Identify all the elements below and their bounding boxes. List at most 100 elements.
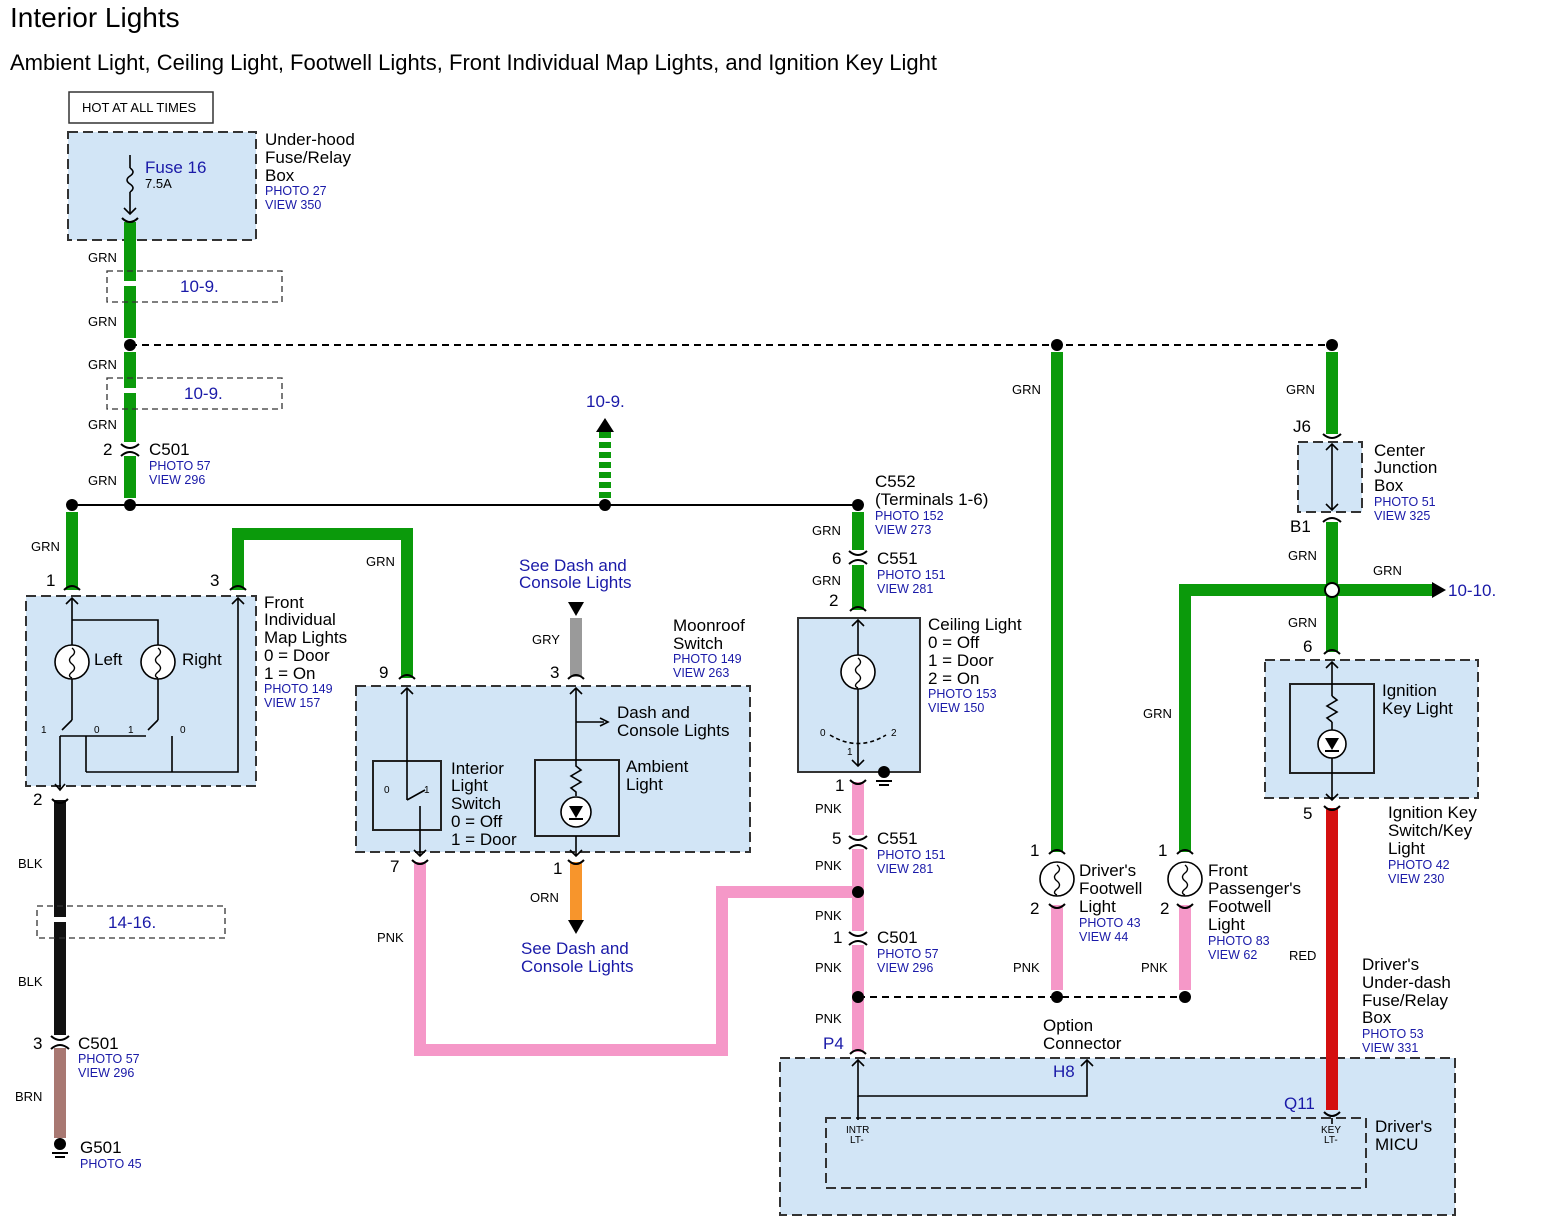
ground-icon xyxy=(52,766,892,1158)
junction-name-2: Junction xyxy=(1374,458,1437,477)
splice-dot xyxy=(1179,991,1191,1003)
pass-footwell-view: VIEW 62 xyxy=(1208,948,1257,962)
b1-label: B1 xyxy=(1290,517,1311,536)
driver-footwell-name-2: Footwell xyxy=(1079,879,1142,898)
pin-label: 3 xyxy=(33,1034,42,1053)
ambient-light-inner xyxy=(534,759,620,837)
junction-name-1: Center xyxy=(1374,441,1425,460)
wire-label: GRN xyxy=(88,417,117,432)
driver-footwell-name-1: Driver's xyxy=(1079,861,1136,880)
intr-lt-label-2: LT- xyxy=(850,1135,864,1146)
c501-top-photo: PHOTO 57 xyxy=(149,459,211,473)
key-lt-label-1: KEY xyxy=(1321,1125,1341,1136)
ref-link[interactable]: 10-10. xyxy=(1448,581,1496,600)
c551-top-view: VIEW 281 xyxy=(877,582,933,596)
connector-mark xyxy=(567,674,585,680)
splice-dot xyxy=(1324,582,1340,598)
ignition-name-1: Ignition xyxy=(1382,681,1437,700)
arrow-down-icon xyxy=(568,602,584,616)
ignition-view: VIEW 230 xyxy=(1388,872,1444,886)
underhood-view: VIEW 350 xyxy=(265,198,321,212)
wire-label: PNK xyxy=(815,1011,842,1026)
see-dash-link[interactable]: Console Lights xyxy=(519,573,631,592)
moonroof-name-2: Switch xyxy=(673,634,723,653)
map-left-label: Left xyxy=(94,650,123,669)
switch-pos-label: 0 xyxy=(820,728,826,739)
wire-label: RED xyxy=(1289,948,1316,963)
map-right-label: Right xyxy=(182,650,222,669)
underhood-name-2: Fuse/Relay xyxy=(265,148,351,167)
wire-label: GRN xyxy=(812,523,841,538)
switch-pos-label: 1 xyxy=(128,725,134,736)
p4-label: P4 xyxy=(823,1034,844,1053)
map-lights-photo: PHOTO 149 xyxy=(264,682,333,696)
underhood-name-1: Under-hood xyxy=(265,130,355,149)
ignition-name-2: Key Light xyxy=(1382,699,1453,718)
ref-link[interactable]: 10-9. xyxy=(586,392,625,411)
pin-label: 1 xyxy=(833,928,842,947)
wire-grn-pass-footwell xyxy=(1179,584,1432,852)
resistor-icon xyxy=(569,760,583,796)
moonroof-view: VIEW 263 xyxy=(673,666,729,680)
moonroof-name-1: Moonroof xyxy=(673,616,745,635)
see-dash-link[interactable]: See Dash and xyxy=(519,556,627,575)
see-dash-link[interactable]: See Dash and xyxy=(521,939,629,958)
c551-mid-photo: PHOTO 151 xyxy=(877,848,946,862)
wire-label: GRN xyxy=(812,573,841,588)
connector-mark xyxy=(51,798,69,804)
driver-footwell-view: VIEW 44 xyxy=(1079,930,1128,944)
switch-pos-label: 0 xyxy=(384,785,390,796)
switch-pos-label: 0 xyxy=(94,725,100,736)
c501-bottom-label: C501 xyxy=(78,1034,119,1053)
c552-label: C552 xyxy=(875,472,916,491)
c552-view: VIEW 273 xyxy=(875,523,931,537)
option-connector-name-1: Option xyxy=(1043,1016,1093,1035)
moonroof-switch-box xyxy=(355,685,751,853)
pin-label: 5 xyxy=(832,829,841,848)
underdash-name-3: Fuse/Relay xyxy=(1362,991,1448,1010)
wire-grn-map-pin3 xyxy=(232,528,413,678)
c501-mid-photo: PHOTO 57 xyxy=(877,947,939,961)
pin-label: 2 xyxy=(33,790,42,809)
ignition-photo: PHOTO 42 xyxy=(1388,858,1450,872)
c501-top-view: VIEW 296 xyxy=(149,473,205,487)
pin-label: 3 xyxy=(210,571,219,590)
ceiling-name: Ceiling Light xyxy=(928,615,1022,634)
map-lights-name-2: Individual xyxy=(264,610,336,629)
wire-label: BLK xyxy=(18,856,43,871)
underdash-view: VIEW 331 xyxy=(1362,1041,1418,1055)
connector-mark xyxy=(1323,649,1341,655)
connector-mark xyxy=(848,931,868,937)
wire-label: PNK xyxy=(377,930,404,945)
fuse-16-label: Fuse 16 xyxy=(145,158,206,177)
ceiling-view: VIEW 150 xyxy=(928,701,984,715)
c551-top-photo: PHOTO 151 xyxy=(877,568,946,582)
fuse-rating: 7.5A xyxy=(145,176,172,191)
ceiling-photo: PHOTO 153 xyxy=(928,687,997,701)
switch-pos-label: 1 xyxy=(424,785,430,796)
micu-name-1: Driver's xyxy=(1375,1117,1432,1136)
c501-mid-view: VIEW 296 xyxy=(877,961,933,975)
connector-mark xyxy=(398,674,416,680)
pin-label: 2 xyxy=(829,591,838,610)
pin-label: 1 xyxy=(553,859,562,878)
connector-mark xyxy=(1322,433,1342,439)
ref-box-10-9-b xyxy=(106,377,283,410)
wire-label: BLK xyxy=(18,974,43,989)
g501-label: G501 xyxy=(80,1138,122,1157)
driver-footwell-photo: PHOTO 43 xyxy=(1079,916,1141,930)
ref-link[interactable]: 10-9. xyxy=(180,277,219,296)
connector-mark xyxy=(63,585,81,591)
wire-label: PNK xyxy=(1141,960,1168,975)
see-dash-link[interactable]: Console Lights xyxy=(521,957,633,976)
pass-footwell-name-3: Footwell xyxy=(1208,897,1271,916)
interior-switch-label-2: Light xyxy=(451,776,488,795)
wire-label: GRN xyxy=(31,539,60,554)
ref-link[interactable]: 10-9. xyxy=(184,384,223,403)
ref-link[interactable]: 14-16. xyxy=(108,913,156,932)
ignition-switch-name-1: Ignition Key xyxy=(1388,803,1477,822)
ref-box-10-9-a xyxy=(106,270,283,303)
connector-mark xyxy=(849,1049,867,1055)
resistor-icon xyxy=(1325,695,1339,723)
c551-mid-label: C551 xyxy=(877,829,918,848)
